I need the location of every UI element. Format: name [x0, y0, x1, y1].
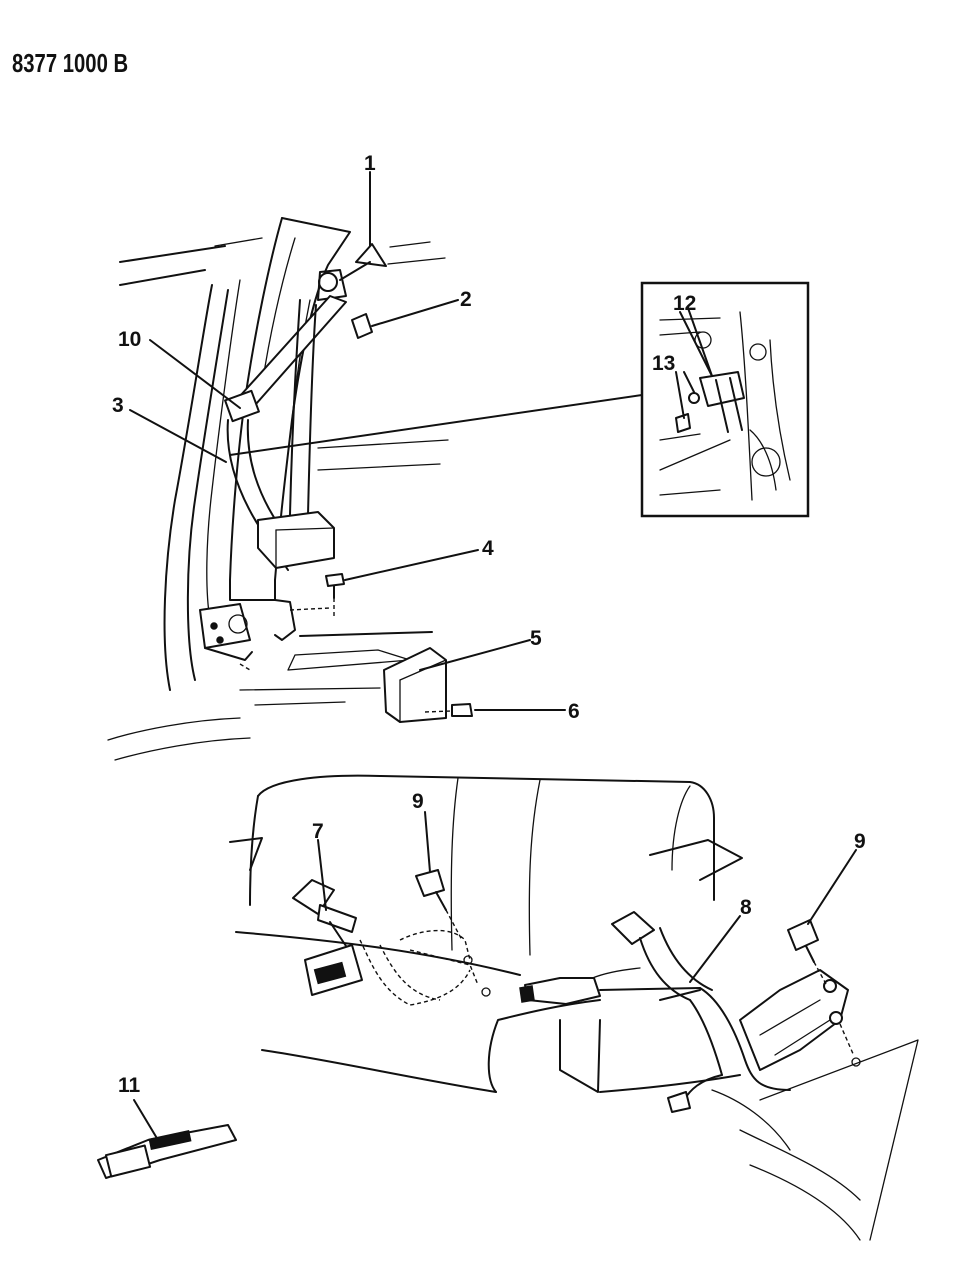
callout-9-left: 9 — [412, 790, 424, 813]
leader-lines — [129, 171, 857, 1141]
callout-3: 3 — [112, 394, 124, 417]
callout-12: 12 — [673, 292, 696, 315]
document-id: 8377 1000 B — [12, 48, 129, 78]
callout-2: 2 — [460, 288, 472, 311]
callout-labels: 1 2 3 4 5 6 7 8 9 9 10 11 12 13 — [112, 152, 866, 1097]
rear-seat-assembly — [229, 774, 919, 1241]
callout-11: 11 — [118, 1074, 141, 1097]
pillar-assembly — [107, 217, 643, 761]
callout-5: 5 — [530, 627, 542, 650]
detail-inset — [640, 281, 810, 518]
item-11-buckle — [97, 1124, 237, 1179]
callout-7: 7 — [312, 820, 324, 843]
callout-9-right: 9 — [854, 830, 866, 853]
callout-4: 4 — [482, 537, 494, 560]
callout-8: 8 — [740, 896, 752, 919]
callout-6: 6 — [568, 700, 580, 723]
callout-10: 10 — [118, 328, 141, 351]
callout-1: 1 — [364, 152, 376, 175]
callout-13: 13 — [652, 352, 675, 375]
